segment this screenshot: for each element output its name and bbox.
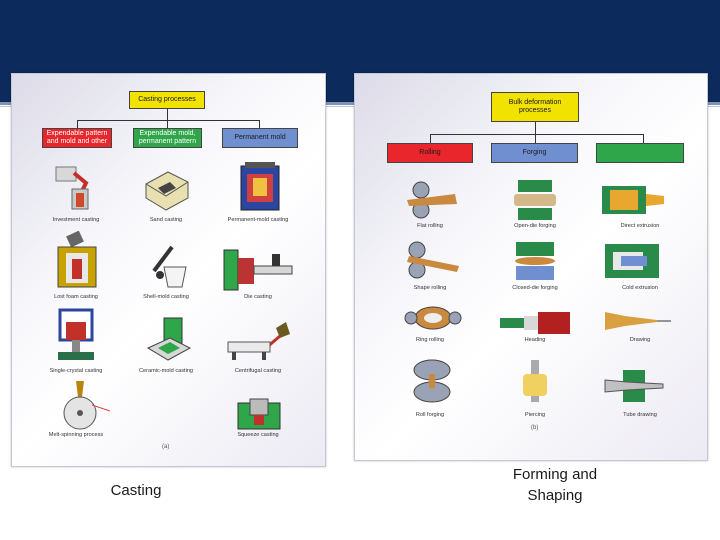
squeeze-casting-illustration [237, 398, 281, 430]
subfigure-label-a: (a) [162, 444, 170, 450]
flat-rolling-illustration [407, 181, 457, 219]
label-die-casting: Die casting [244, 294, 272, 300]
label-cold-extrusion: Cold extrusion [622, 285, 658, 291]
label-squeeze-casting: Squeeze casting [237, 432, 279, 438]
connector [167, 120, 168, 128]
label-shell-mold-casting: Shell-mold casting [143, 294, 189, 300]
direct-extrusion-illustration [602, 186, 664, 214]
investment-casting-illustration [55, 166, 89, 210]
label-piercing: Piercing [524, 412, 546, 418]
ceramic-mold-casting-illustration [146, 317, 192, 361]
closed-die-forging-illustration [515, 242, 555, 280]
connector [77, 120, 78, 128]
connector [643, 134, 644, 143]
open-die-forging-illustration [514, 180, 556, 220]
category-extrusion [596, 143, 684, 163]
label-lost-foam-casting: Lost foam casting [54, 294, 98, 300]
melt-spinning-illustration [63, 381, 111, 430]
category-forging: Forging [491, 143, 578, 163]
shape-rolling-illustration [407, 241, 459, 279]
label-permanent-mold-casting: Permanent-mold casting [227, 217, 289, 223]
connector [535, 134, 536, 143]
label-closed-die-forging: Closed-die forging [512, 285, 558, 291]
label-shape-rolling: Shape rolling [413, 285, 447, 291]
label-investment-casting: Investment casting [52, 217, 100, 223]
label-centrifugal-casting: Centrifugal casting [234, 368, 282, 374]
label-ring-rolling: Ring rolling [416, 337, 444, 343]
piercing-illustration [523, 360, 547, 402]
cold-extrusion-illustration [605, 244, 659, 278]
label-tube-drawing: Tube drawing [623, 412, 657, 418]
category-expendable-mold: Expendable mold, permanent pattern [133, 128, 202, 148]
caption-forming-and-shaping: Forming and Shaping [512, 466, 598, 504]
heading-illustration [500, 312, 570, 334]
category-rolling: Rolling [387, 143, 473, 163]
sand-casting-illustration [145, 171, 189, 211]
single-crystal-casting-illustration [58, 308, 94, 360]
label-melt-spinning-process: Melt-spinning process [48, 432, 104, 438]
lost-foam-casting-illustration [57, 231, 97, 288]
label-roll-forging: Roll forging [415, 412, 445, 418]
category-expendable-pattern: Expendable pattern and mold and other [42, 128, 112, 148]
label-drawing: Drawing [629, 337, 651, 343]
label-single-crystal-casting: Single-crystal casting [49, 368, 103, 374]
connector [430, 134, 431, 143]
tube-drawing-illustration [604, 370, 664, 402]
casting-processes-figure: Casting processes Expendable pattern and… [11, 73, 326, 467]
shell-mold-casting-illustration [152, 245, 187, 288]
permanent-mold-casting-illustration [240, 162, 280, 211]
connector [535, 122, 536, 134]
connector [77, 120, 260, 121]
bulk-deformation-root-box: Bulk deformation processes [491, 92, 579, 122]
connector [430, 134, 643, 135]
label-heading: Heading [524, 337, 546, 343]
subfigure-label-b: (b) [531, 425, 539, 431]
label-sand-casting: Sand casting [149, 217, 183, 223]
roll-forging-illustration [413, 359, 451, 403]
label-open-die-forging: Open-die forging [514, 223, 556, 229]
label-flat-rolling: Flat rolling [417, 223, 443, 229]
category-permanent-mold: Permanent mold [222, 128, 298, 148]
casting-root-box: Casting processes [129, 91, 205, 109]
centrifugal-casting-illustration [227, 322, 290, 360]
die-casting-illustration [223, 249, 293, 291]
connector [167, 109, 168, 120]
label-direct-extrusion: Direct extrusion [620, 223, 660, 229]
label-ceramic-mold-casting: Ceramic-mold casting [138, 368, 194, 374]
drawing-illustration [605, 312, 671, 330]
caption-casting: Casting [110, 482, 162, 499]
connector [259, 120, 260, 128]
ring-rolling-illustration [404, 306, 462, 330]
bulk-deformation-figure: Bulk deformation processes Rolling Forgi… [354, 73, 708, 461]
